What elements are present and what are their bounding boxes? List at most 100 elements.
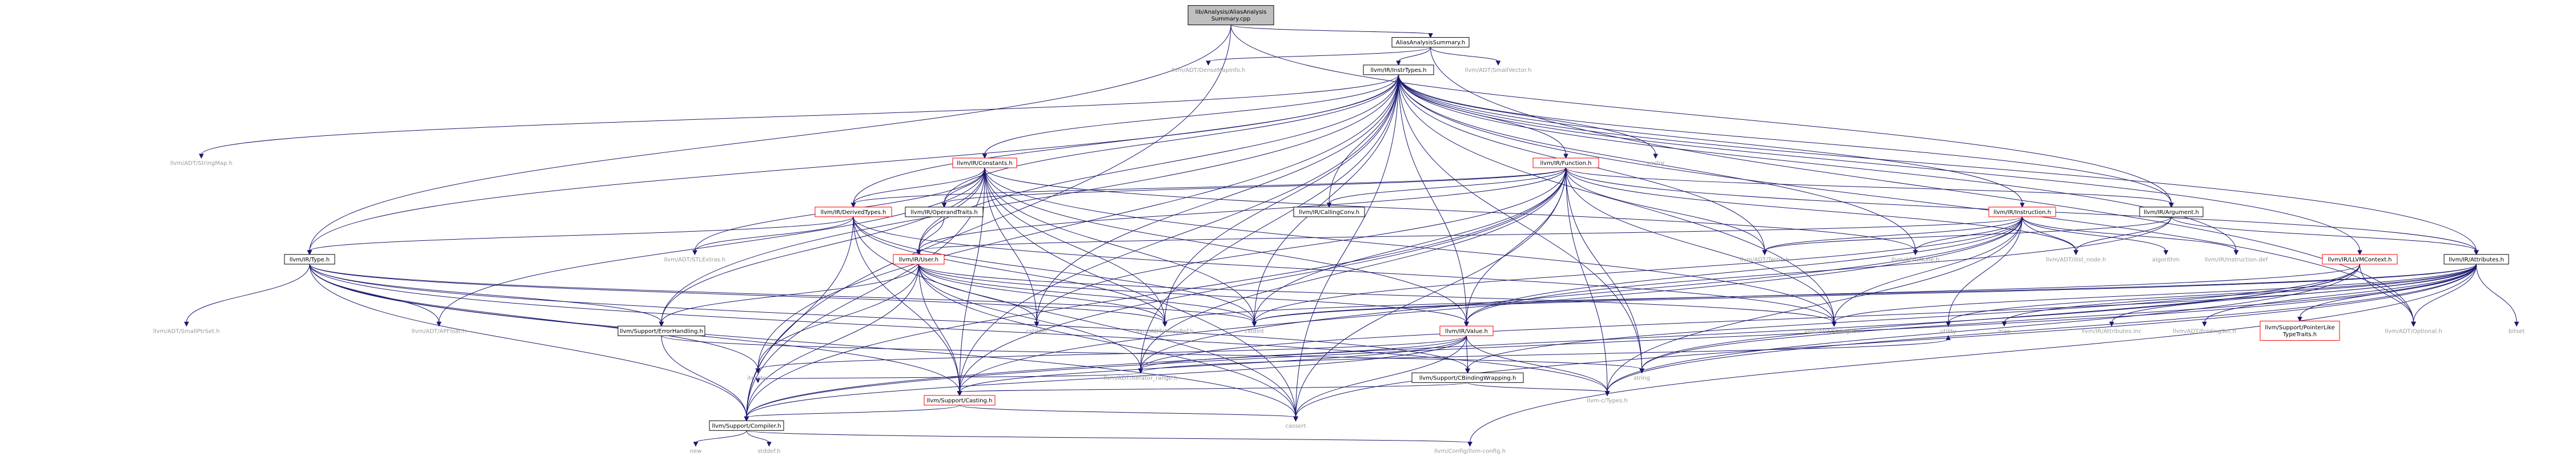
node-box: [1988, 207, 2056, 217]
node-value[interactable]: llvm/IR/Value.h: [1439, 325, 1494, 336]
dependency-edge: [984, 167, 1255, 323]
node-apfloat: llvm/ADT/APFloat.h: [412, 328, 467, 334]
dependency-edge: [959, 382, 1468, 393]
dependency-edge: [746, 25, 1231, 418]
node-label: llvm/ADT/Optional.h: [2385, 328, 2442, 334]
node-densemapinfo: llvm/ADT/DenseMapInfo.h: [1171, 67, 1246, 74]
node-foldingset: llvm/ADT/FoldingSet.h: [2173, 328, 2236, 334]
node-aas[interactable]: AliasAnalysisSummary.h: [1391, 37, 1470, 48]
node-errorhandling[interactable]: llvm/Support/ErrorHandling.h: [617, 325, 705, 336]
edge-arrowhead: [2169, 203, 2174, 208]
node-instrtypes[interactable]: llvm/IR/InstrTypes.h: [1363, 64, 1434, 75]
edge-arrowhead: [1762, 250, 1767, 255]
node-attributes[interactable]: llvm/IR/Attributes.h: [2443, 254, 2509, 265]
node-constants[interactable]: llvm/IR/Constants.h: [952, 158, 1017, 168]
dependency-edge: [1467, 264, 2360, 370]
node-label: llvm/Support/CBindingWrapping.h: [1419, 375, 1516, 381]
dependency-edge: [439, 167, 985, 323]
edge-arrowhead: [436, 321, 442, 327]
dependency-edge: [918, 264, 1255, 323]
node-label: llvm/Support/PointerLike: [2265, 325, 2335, 331]
node-label: llvm/ADT/StringRef.h: [1804, 328, 1863, 334]
edge-arrowhead: [1428, 33, 1433, 38]
dependency-edge: [1295, 264, 2477, 418]
dependency-edge: [1642, 264, 2477, 370]
dependency-edge: [1466, 336, 1468, 370]
node-instruction[interactable]: llvm/IR/Instruction.h: [1988, 207, 2056, 217]
dependency-edge: [1140, 74, 1399, 370]
node-callingconv[interactable]: llvm/IR/CallingConv.h: [1293, 207, 1365, 217]
node-compiler[interactable]: llvm/Support/Compiler.h: [709, 420, 784, 431]
dependency-edge: [1398, 74, 2414, 323]
dependency-edge: [2111, 264, 2477, 323]
dependency-edge: [757, 335, 1467, 370]
dependency-edge: [918, 264, 1037, 323]
edge-arrowhead: [1464, 321, 1469, 327]
edge-arrowhead: [307, 250, 312, 255]
edge-arrowhead: [1945, 335, 1951, 340]
dependency-edge: [984, 167, 1296, 418]
node-label: llvm/IR/User.h: [899, 257, 938, 263]
node-label: llvm/ADT/DenseMapInfo.h: [1171, 67, 1246, 74]
node-user[interactable]: llvm/IR/User.h: [893, 254, 945, 265]
dependency-edge: [2476, 264, 2517, 323]
node-cbindingwrapping[interactable]: llvm/Support/CBindingWrapping.h: [1411, 372, 1524, 383]
dependency-edge: [2360, 264, 2414, 323]
edge-arrowhead: [957, 391, 962, 396]
edge-arrowhead: [2163, 250, 2169, 255]
dependency-edge: [1230, 25, 1431, 35]
node-instructiondef: llvm/IR/Instruction.def: [2205, 257, 2268, 263]
dependency-edge: [1398, 74, 2237, 251]
dependency-edge: [695, 430, 747, 443]
node-label: llvm/ADT/Twine.h: [1740, 257, 1789, 263]
node-argument[interactable]: llvm/IR/Argument.h: [2139, 207, 2204, 217]
node-function[interactable]: llvm/IR/Function.h: [1532, 158, 1599, 168]
dependency-edge: [959, 336, 1467, 392]
node-box: [1363, 64, 1434, 75]
node-label: llvm/IR/Type.h: [290, 257, 330, 263]
node-label: llvm/IR/InstrTypes.h: [1370, 67, 1426, 74]
node-derivedtypes[interactable]: llvm/IR/DerivedTypes.h: [814, 207, 892, 217]
node-type[interactable]: llvm/IR/Type.h: [284, 254, 335, 265]
node-label: llvm-c/Types.h: [1587, 398, 1627, 404]
node-stddefh: stddef.h: [757, 449, 780, 455]
node-label: new: [690, 449, 702, 455]
node-label: llvm/IR/Instruction.def: [2205, 257, 2268, 263]
dependency-edge: [309, 264, 759, 370]
dependency-edge: [1295, 167, 1566, 418]
dependency-edge: [757, 264, 919, 370]
dependency-edge: [1607, 264, 2477, 392]
edge-arrowhead: [941, 203, 947, 208]
node-llvmcontext[interactable]: llvm/IR/LLVMContext.h: [2322, 254, 2398, 265]
node-label: llvm/ADT/StringMap.h: [170, 160, 232, 167]
node-operandtraits[interactable]: llvm/IR/OperandTraits.h: [905, 207, 984, 217]
dependency-edge: [309, 264, 439, 323]
node-label: cstdint: [1245, 328, 1264, 334]
dependency-edge: [1566, 167, 2172, 204]
dependency-edge: [1470, 264, 2477, 443]
edge-arrowhead: [659, 321, 664, 327]
dependency-edge: [746, 430, 769, 443]
node-label: llvm/IR/Function.h: [1540, 160, 1592, 167]
edge-arrowhead: [850, 203, 856, 208]
dependency-edge: [944, 74, 1399, 204]
edge-arrowhead: [1162, 321, 1167, 327]
dependency-edge: [1430, 47, 1499, 62]
dependency-edge: [1165, 264, 2477, 323]
node-cassert: cassert: [1285, 423, 1306, 429]
dependency-edge: [2022, 216, 2076, 251]
dependency-edge: [1036, 167, 1566, 323]
dependency-edge: [661, 336, 747, 418]
node-root[interactable]: lib/Analysis/AliasAnalysisSummary.cpp: [1187, 5, 1274, 26]
node-box: [814, 207, 892, 217]
dependency-edge: [201, 74, 1399, 155]
node-box: [924, 395, 996, 406]
dependency-edge: [1208, 47, 1431, 62]
node-label: utility: [1940, 328, 1957, 334]
node-casting[interactable]: llvm/Support/Casting.h: [924, 395, 996, 406]
dependency-edge: [984, 167, 1467, 323]
dependency-edge: [918, 264, 1835, 323]
node-label: llvm/IR/Argument.h: [2144, 209, 2199, 216]
dependency-edge: [1398, 74, 2477, 251]
